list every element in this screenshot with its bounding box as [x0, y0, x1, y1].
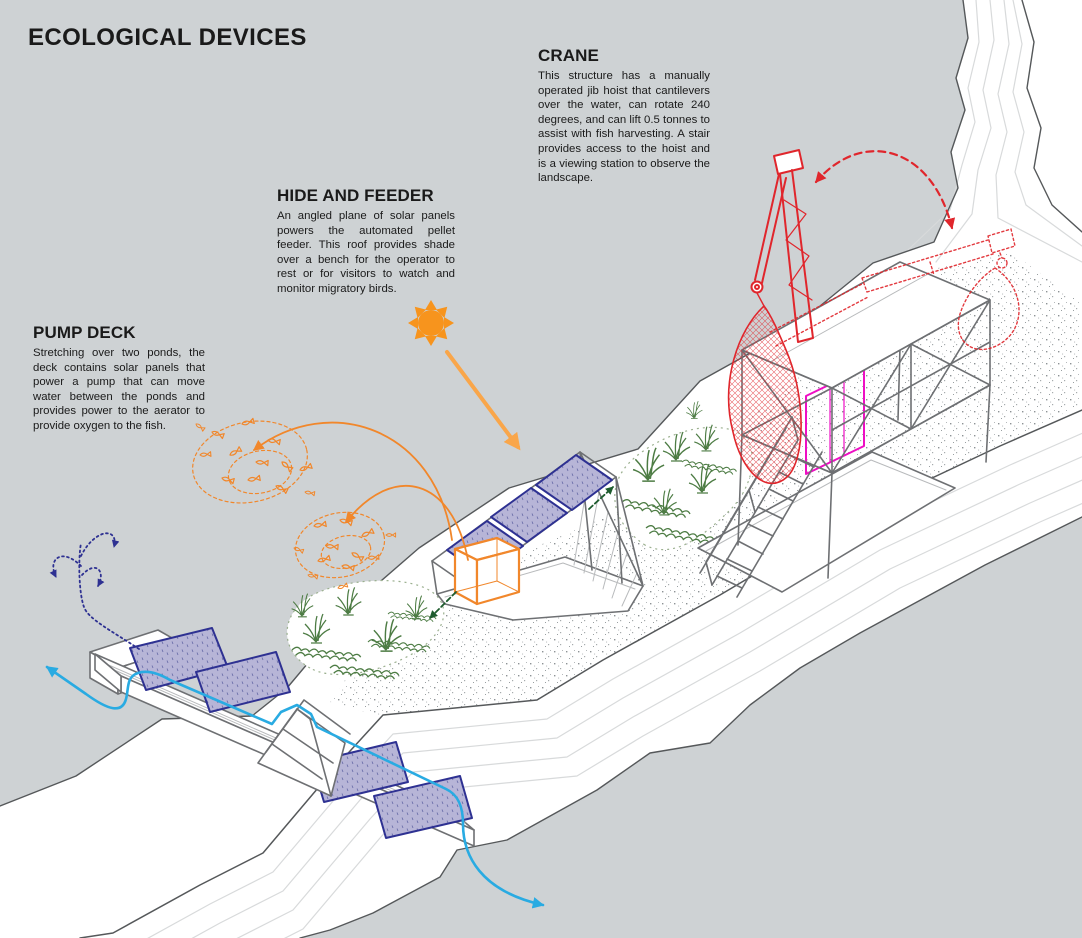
annotation-feeder-body: An angled plane of solar panels powers t… [277, 210, 455, 295]
catch-net [727, 304, 802, 484]
crane-structure [697, 149, 1020, 598]
pellet-feeder-box [453, 536, 521, 606]
aerator-spray [49, 532, 140, 650]
bird-watch-arrow [588, 486, 614, 510]
rotation-arc [814, 150, 956, 230]
solar-panel [490, 487, 568, 543]
annotation-pump-body: Stretching over two ponds, the deck cont… [33, 347, 205, 432]
fish-school-lower [292, 511, 397, 591]
annotation-pump-heading: PUMP DECK [33, 323, 136, 342]
sun-icon [408, 300, 454, 346]
feed-throw-arrows [252, 421, 469, 561]
page-title: ECOLOGICAL DEVICES [28, 24, 307, 51]
feeder-structure [429, 451, 644, 621]
feed-drop-arrow [429, 591, 457, 619]
jib-hoist [750, 149, 814, 343]
vegetation-patch-upper [614, 400, 753, 556]
solar-panel [535, 454, 613, 511]
annotation-crane: CRANE This structure has a manually oper… [538, 46, 710, 186]
sun-ray-arrow [445, 350, 521, 451]
annotation-crane-body: This structure has a manually operated j… [538, 70, 710, 185]
lower-pond [300, 517, 1082, 938]
fish-school-upper [192, 417, 316, 504]
phantom-jib [769, 228, 1020, 350]
annotation-feeder-heading: HIDE AND FEEDER [277, 186, 434, 205]
water-pipe-arrow [45, 665, 545, 909]
annotation-pump-deck: PUMP DECK Stretching over two ponds, the… [33, 323, 205, 434]
annotation-hide-and-feeder: HIDE AND FEEDER An angled plane of solar… [277, 186, 455, 297]
annotation-crane-heading: CRANE [538, 46, 599, 65]
